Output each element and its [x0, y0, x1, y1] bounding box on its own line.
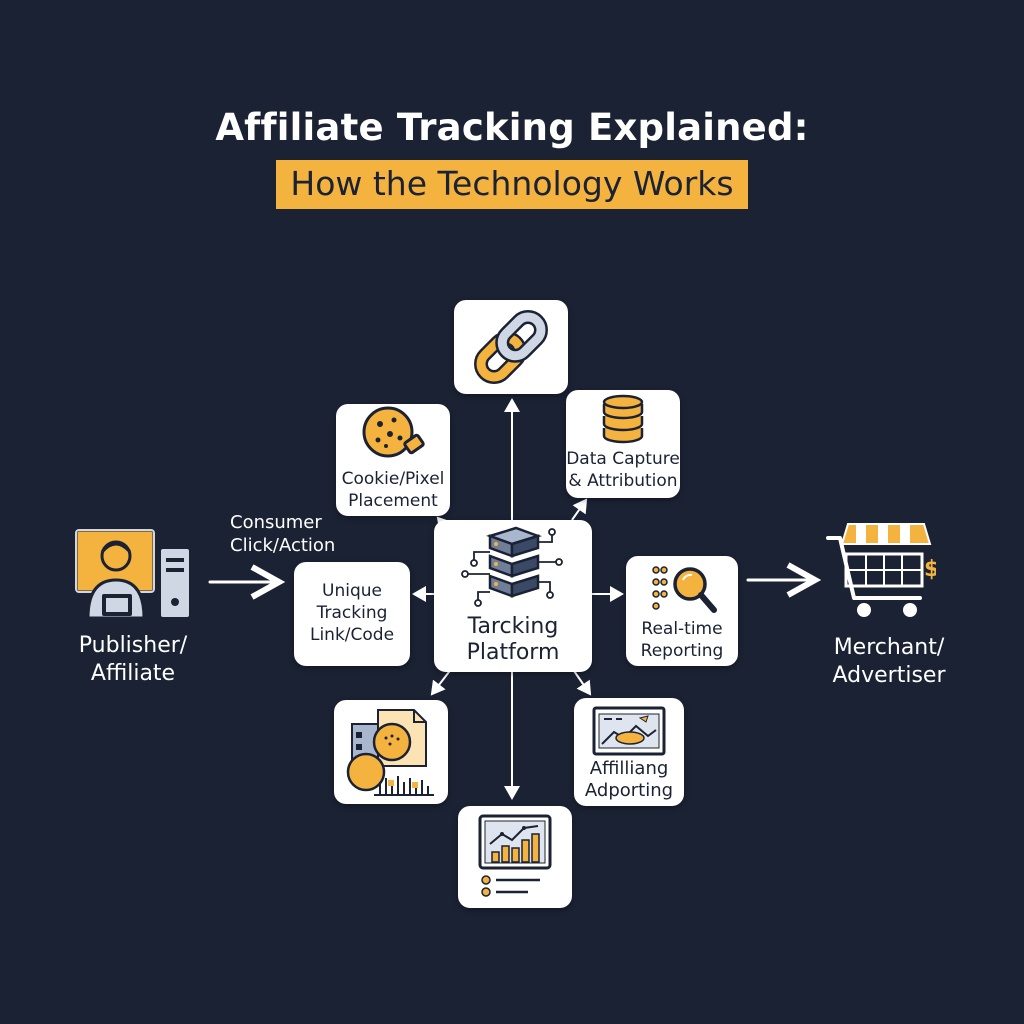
- database-icon: [602, 394, 644, 444]
- arrow-lower-left: [430, 667, 453, 696]
- unique-tracking-label: Unique Tracking Link/Code: [309, 581, 395, 645]
- monitor-chart-icon: [592, 706, 666, 756]
- merchant-label: Merchant/ Advertiser: [832, 635, 946, 688]
- documents-coins-icon: [346, 709, 434, 796]
- affiliang-adporting-card: Affilliang Adporting: [574, 698, 684, 806]
- publisher-label: Publisher/ Affiliate: [78, 633, 188, 686]
- dashboard-card: [458, 806, 572, 908]
- affiliang-adporting-label: Affilliang Adporting: [584, 758, 674, 801]
- realtime-reporting-card: Real-time Reporting: [626, 556, 738, 666]
- user-computer-icon: [74, 528, 191, 620]
- cookie-icon: [362, 406, 425, 458]
- consumer-click-label: Consumer Click/Action: [230, 512, 336, 556]
- data-capture-label: Data Capture & Attribution: [566, 449, 680, 491]
- chain-link-icon: [474, 310, 548, 384]
- arrow-lower-right: [571, 667, 592, 696]
- arrow-upper-right: [571, 498, 588, 521]
- realtime-reporting-label: Real-time Reporting: [640, 619, 724, 661]
- cookie-pixel-label: Cookie/Pixel Placement: [341, 469, 445, 511]
- svg-text:$: $: [924, 557, 936, 582]
- data-capture-card: Data Capture & Attribution: [566, 390, 680, 498]
- documents-coins-card: [334, 700, 448, 804]
- tracking-link-card: [454, 300, 568, 394]
- server-stack-icon: [461, 526, 563, 607]
- cookie-pixel-card: Cookie/Pixel Placement: [336, 404, 450, 516]
- page-subtitle: How the Technology Works: [276, 160, 748, 209]
- tracking-platform-label: Tarcking Platform: [466, 614, 560, 665]
- unique-tracking-card: Unique Tracking Link/Code: [294, 562, 410, 666]
- dashboard-chart-icon: [478, 814, 552, 897]
- page-title: Affiliate Tracking Explained:: [215, 106, 809, 149]
- subtitle-wrapper: How the Technology Works: [0, 160, 1024, 209]
- magnifier-icon: [652, 566, 717, 613]
- tracking-platform-card: Tarcking Platform: [434, 520, 592, 672]
- shopping-cart-store-icon: $: [826, 523, 936, 617]
